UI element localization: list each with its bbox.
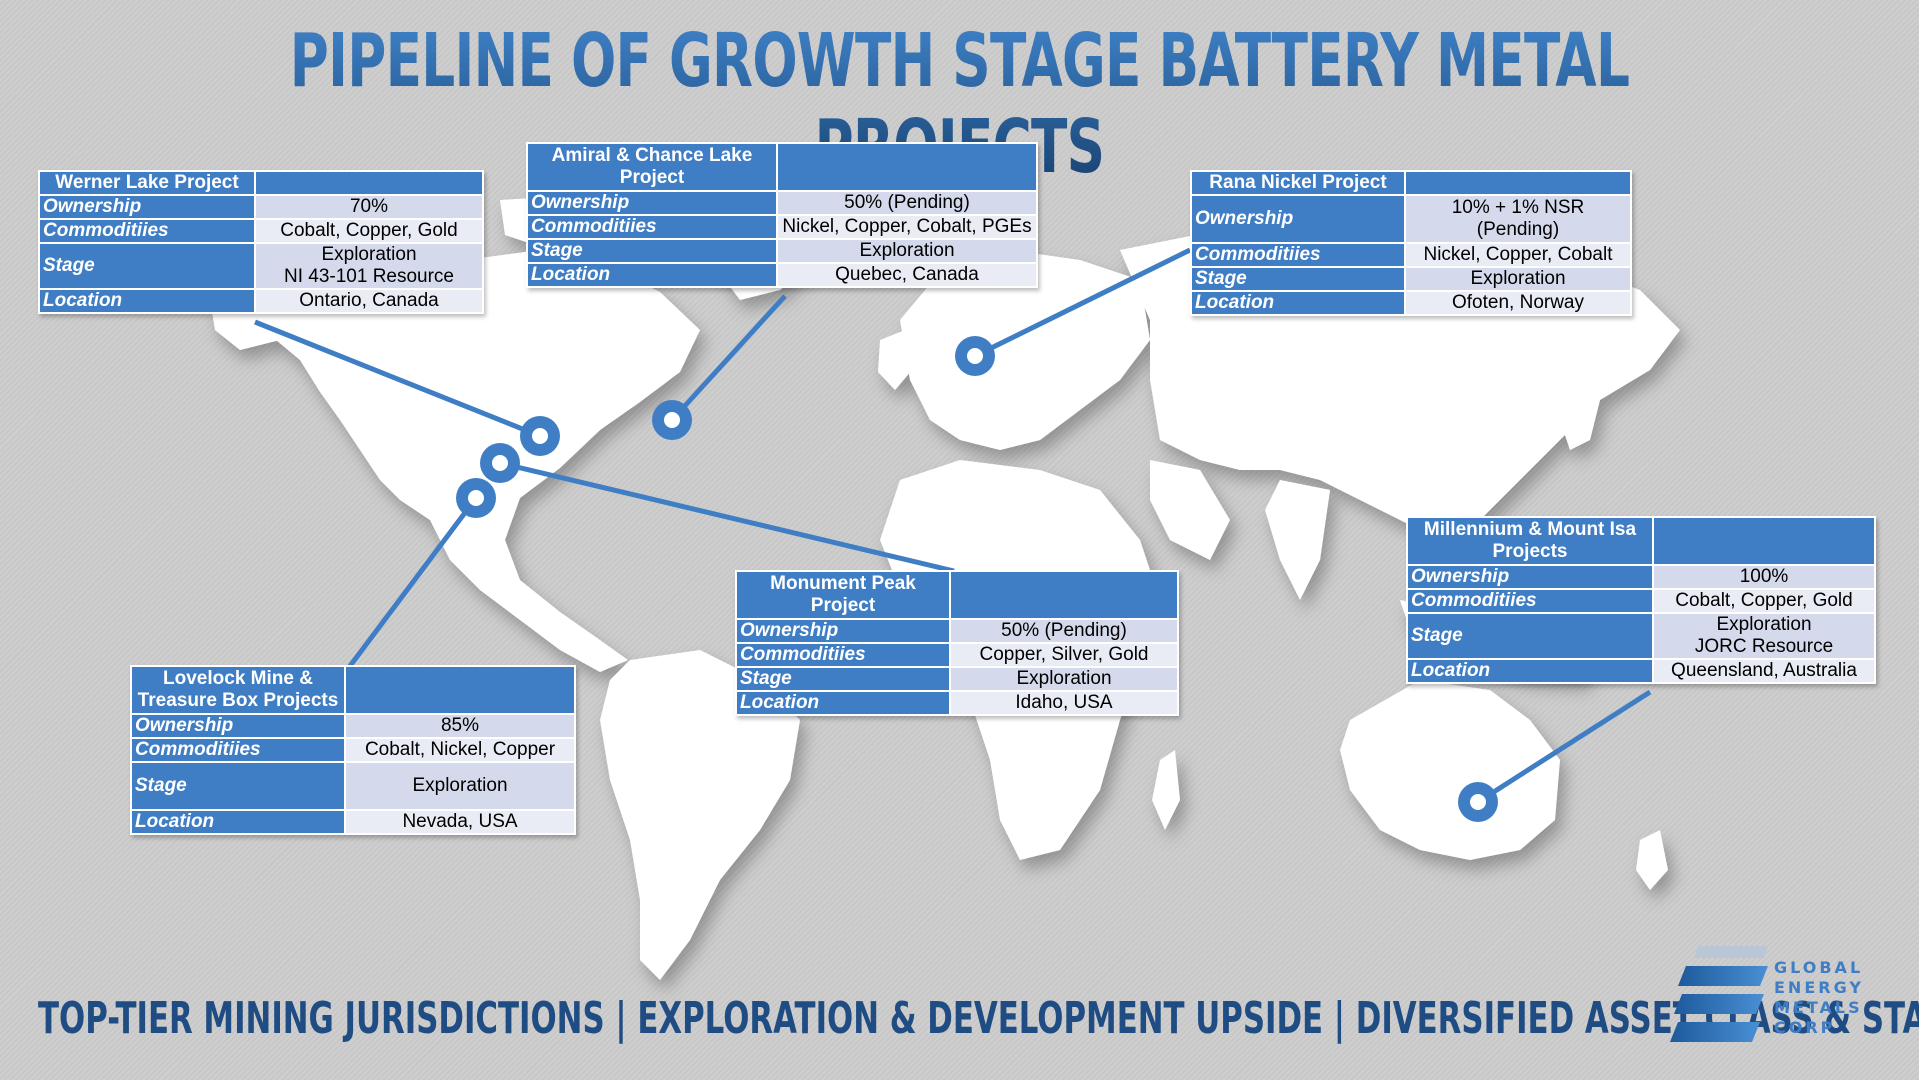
monument-peak-connector — [499, 460, 955, 574]
commodities-label: Commoditiies — [526, 214, 778, 240]
logo-line-1: GLOBAL — [1774, 958, 1864, 977]
commodities-label: Commoditiies — [38, 218, 256, 244]
stage-value: Exploration — [949, 666, 1179, 692]
project-table-lovelock-treasure-box: Lovelock Mine & Treasure Box Projects Ow… — [130, 665, 576, 835]
location-label: Location — [1406, 658, 1654, 684]
stage-detail: NI 43-101 Resource — [283, 266, 455, 287]
stage-value: Exploration — [776, 238, 1038, 264]
japan-shape — [1560, 370, 1600, 450]
commodities-label: Commoditiies — [130, 737, 346, 763]
project-name: Werner Lake Project — [38, 170, 256, 196]
commodities-value: Copper, Silver, Gold — [949, 642, 1179, 668]
ownership-label: Ownership — [1406, 564, 1654, 590]
logo-line-4: CORP — [1774, 1018, 1836, 1037]
ownership-label: Ownership — [526, 190, 778, 216]
project-name: Millennium & Mount Isa Projects — [1406, 516, 1654, 566]
location-label: Location — [526, 262, 778, 288]
werner-lake-marker[interactable] — [520, 416, 560, 456]
ownership-value: 50% (Pending) — [949, 618, 1179, 644]
location-markers — [456, 336, 1498, 822]
ownership-value: 100% — [1652, 564, 1876, 590]
commodities-value: Cobalt, Copper, Gold — [1652, 588, 1876, 614]
location-value: Ofoten, Norway — [1404, 290, 1632, 316]
location-label: Location — [130, 809, 346, 835]
project-table-millennium-mount-isa: Millennium & Mount Isa Projects Ownershi… — [1406, 516, 1876, 684]
company-logo-icon — [1670, 946, 1768, 1042]
stage-detail: JORC Resource — [1694, 636, 1834, 657]
project-name: Amiral & Chance Lake Project — [526, 142, 778, 192]
stage-text: Exploration — [321, 244, 417, 265]
location-label: Location — [38, 288, 256, 314]
ownership-value: 70% — [254, 194, 484, 220]
werner-lake-connector — [254, 319, 541, 439]
stage-value: Exploration — [344, 761, 576, 811]
ownership-label: Ownership — [38, 194, 256, 220]
stage-label: Stage — [735, 666, 951, 692]
ownership-value: 85% — [344, 713, 576, 739]
australia-shape — [1340, 680, 1560, 860]
location-label: Location — [1190, 290, 1406, 316]
ownership-value: 50% (Pending) — [776, 190, 1038, 216]
tagline: TOP-TIER MINING JURISDICTIONS | EXPLORAT… — [38, 993, 1919, 1044]
madagascar-shape — [1152, 750, 1180, 830]
stage-label: Stage — [1190, 266, 1406, 292]
commodities-label: Commoditiies — [1406, 588, 1654, 614]
millennium-connector — [1476, 689, 1652, 805]
ownership-label: Ownership — [1190, 194, 1406, 244]
amiral-connector — [670, 294, 787, 422]
location-value: Nevada, USA — [344, 809, 576, 835]
stage-value: Exploration — [1404, 266, 1632, 292]
rana-connector — [973, 247, 1192, 359]
location-value: Quebec, Canada — [776, 262, 1038, 288]
commodities-value: Cobalt, Copper, Gold — [254, 218, 484, 244]
page-title: PIPELINE OF GROWTH STAGE BATTERY METAL P… — [269, 18, 1651, 190]
south-america-shape — [600, 650, 800, 980]
uk-shape — [878, 330, 912, 390]
connector-lines — [254, 247, 1652, 805]
stage-label: Stage — [526, 238, 778, 264]
monument-peak-marker[interactable] — [480, 443, 520, 483]
stage-label: Stage — [1406, 612, 1654, 660]
rana-marker[interactable] — [955, 336, 995, 376]
lovelock-marker[interactable] — [456, 478, 496, 518]
company-logo-text: GLOBAL ENERGY METALS CORP — [1774, 958, 1864, 1038]
commodities-value: Cobalt, Nickel, Copper — [344, 737, 576, 763]
stage-text: Exploration — [1716, 614, 1812, 635]
location-label: Location — [735, 690, 951, 716]
location-value: Ontario, Canada — [254, 288, 484, 314]
commodities-label: Commoditiies — [1190, 242, 1406, 268]
ownership-label: Ownership — [130, 713, 346, 739]
logo-line-2: ENERGY — [1774, 978, 1864, 997]
commodities-label: Commoditiies — [735, 642, 951, 668]
north-america-shape — [255, 250, 700, 672]
location-value: Idaho, USA — [949, 690, 1179, 716]
stage-label: Stage — [38, 242, 256, 290]
ownership-label: Ownership — [735, 618, 951, 644]
commodities-value: Nickel, Copper, Cobalt — [1404, 242, 1632, 268]
south-asia-shape — [1150, 460, 1330, 600]
millennium-marker[interactable] — [1458, 782, 1498, 822]
lovelock-connector — [348, 496, 478, 668]
location-value: Queensland, Australia — [1652, 658, 1876, 684]
project-name: Lovelock Mine & Treasure Box Projects — [130, 665, 346, 715]
logo-line-3: METALS — [1774, 998, 1863, 1017]
ownership-value: 10% + 1% NSR (Pending) — [1404, 194, 1632, 244]
stage-label: Stage — [130, 761, 346, 811]
project-name: Rana Nickel Project — [1190, 170, 1406, 196]
commodities-value: Nickel, Copper, Cobalt, PGEs — [776, 214, 1038, 240]
amiral-marker[interactable] — [652, 400, 692, 440]
project-name: Monument Peak Project — [735, 570, 951, 620]
new-zealand-shape — [1636, 830, 1668, 890]
